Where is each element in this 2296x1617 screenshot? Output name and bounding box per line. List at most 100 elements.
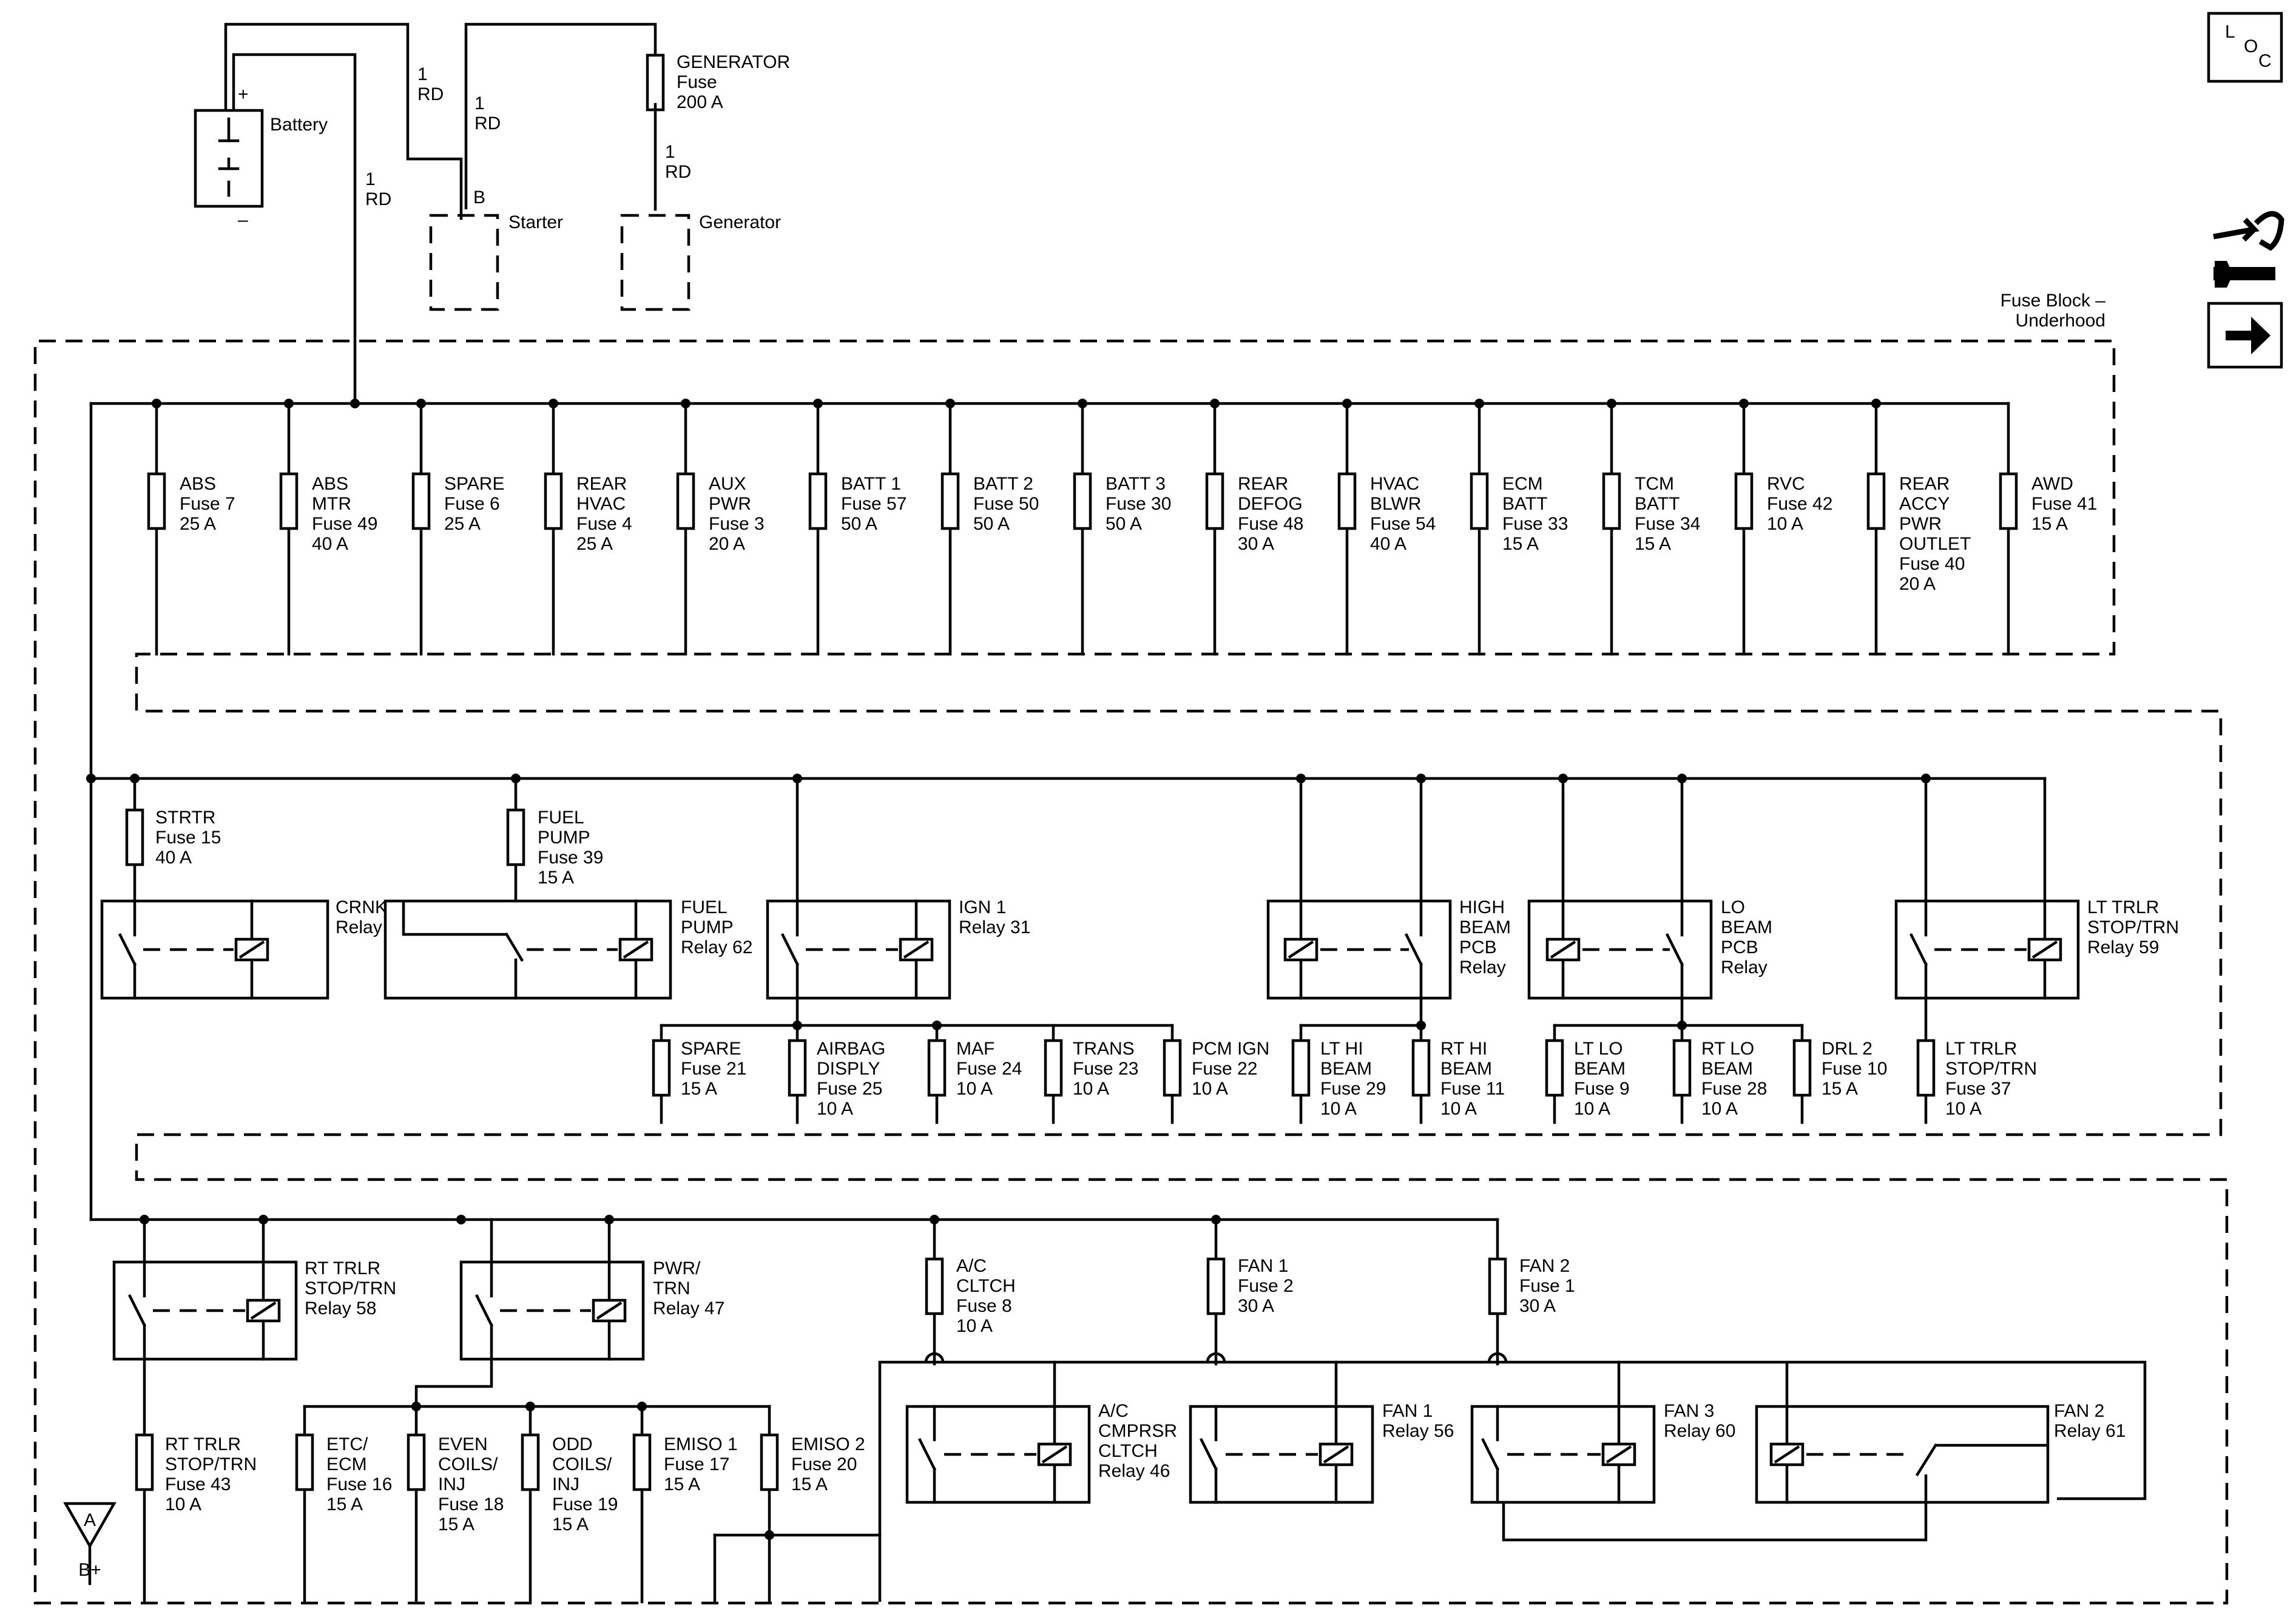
- row1-fuse-label-line: 40 A: [312, 534, 348, 554]
- row1-fuse-symbol: [1602, 472, 1621, 530]
- ign1-relay-label-line: Relay 31: [959, 917, 1030, 937]
- row1-fuse-label-line: MTR: [312, 494, 351, 514]
- relay-coil-slash: [2031, 940, 2058, 959]
- row1-fuse-label-line: 50 A: [1106, 514, 1142, 534]
- row2-fuse-symbol: [652, 1039, 671, 1097]
- row2-fuse-symbol: [1545, 1039, 1564, 1097]
- row2-fuse-label-line: BEAM: [1320, 1059, 1372, 1079]
- row3-fuse-symbol: [632, 1433, 652, 1491]
- connector-a-label: A: [84, 1510, 96, 1530]
- row1-fuse-label-line: RVC: [1767, 474, 1805, 494]
- row2-fuse-symbol: [1411, 1039, 1431, 1097]
- crnk-relay-label-line: CRNK: [336, 897, 387, 917]
- row3-fuse-label-line: ODD: [552, 1434, 593, 1454]
- row3-fuse-label-line: 15 A: [326, 1494, 363, 1514]
- generator-fuse-label-line: Fuse: [677, 72, 717, 92]
- row2-fuse-label-line: AIRBAG: [817, 1039, 885, 1059]
- fuel-pump-relay-label-line: Relay 62: [681, 937, 752, 957]
- row2-fuse-symbol: [1792, 1039, 1812, 1097]
- fuel-pump-relay-label-line: PUMP: [681, 917, 734, 937]
- row2-fuse-label-line: BEAM: [1574, 1059, 1626, 1079]
- row1-fuse-symbol: [1866, 472, 1886, 530]
- wire-label-line: RD: [365, 189, 391, 209]
- relay-contact-arm: [1481, 1437, 1500, 1471]
- row1-fuse-label-line: PWR: [709, 494, 751, 514]
- row1-fuse-symbol: [411, 472, 431, 530]
- connector-a-symbol: [63, 1502, 116, 1549]
- row1-fuse-label-line: 10 A: [1767, 514, 1803, 534]
- ac-clutch-relay-label-line: CLTCH: [1098, 1441, 1158, 1461]
- relay-coil-slash: [1774, 1445, 1800, 1463]
- fan2-fuse-label-line: Fuse 1: [1519, 1276, 1575, 1296]
- rt-trlr-fuse-label-line: RT TRLR: [165, 1434, 241, 1454]
- loc-box: [2207, 12, 2283, 83]
- row1-fuse-label-line: 25 A: [180, 514, 216, 534]
- fan1-relay-label-line: FAN 1: [1382, 1401, 1433, 1421]
- row1-fuse-label-line: 15 A: [1635, 534, 1671, 554]
- row2-fuse-symbol: [927, 1039, 947, 1097]
- fan3-relay-label-line: Relay 60: [1664, 1421, 1735, 1441]
- row2-fuse-symbol: [788, 1039, 807, 1097]
- lt-trlr-relay-label-line: Relay 59: [2087, 937, 2159, 957]
- row1-fuse-label-line: REAR: [1899, 474, 1950, 494]
- battery-label: Battery: [270, 115, 328, 135]
- row2-fuse-symbol: [1916, 1039, 1936, 1097]
- row1-fuse-label-line: Fuse 42: [1767, 494, 1832, 514]
- rt-trlr-relay-label-line: RT TRLR: [305, 1258, 380, 1278]
- starter-box: [429, 214, 499, 311]
- rt-trlr-relay-label-line: Relay 58: [305, 1298, 376, 1318]
- strtr-fuse-symbol: [125, 808, 144, 866]
- rt-trlr-relay-label-line: STOP/TRN: [305, 1278, 396, 1298]
- wire-label-line: 1: [417, 64, 428, 84]
- row1-fuse-label-line: Fuse 57: [841, 494, 907, 514]
- generator-label: Generator: [699, 212, 781, 232]
- row2-fuse-label-line: BEAM: [1701, 1059, 1753, 1079]
- battery-minus: –: [238, 210, 248, 230]
- wire-crossover: [1487, 1352, 1508, 1363]
- row1-fuse-label-line: Fuse 40: [1899, 554, 1965, 574]
- row1-fuse-label-line: Fuse 33: [1502, 514, 1568, 534]
- relay-coil-slash: [250, 1301, 277, 1320]
- wire-crossover: [1206, 1352, 1226, 1363]
- row2-fuse-label-line: MAF: [956, 1039, 994, 1059]
- ac-clutch-fuse-label-line: Fuse 8: [956, 1296, 1012, 1316]
- loc-letter: O: [2244, 36, 2258, 56]
- row2-fuse-label-line: 10 A: [956, 1079, 993, 1099]
- row3-fuse-label-line: EVEN: [438, 1434, 488, 1454]
- row3-fuse-label-line: COILS/: [552, 1454, 612, 1474]
- high-beam-relay-label-line: BEAM: [1459, 917, 1511, 937]
- row1-fuse-label-line: 50 A: [841, 514, 877, 534]
- crnk-relay-box: [100, 899, 329, 1000]
- generator-fuse-label-line: GENERATOR: [677, 52, 790, 72]
- row2-fuse-label-line: 10 A: [1073, 1079, 1109, 1099]
- row2-fuse-label-line: BEAM: [1440, 1059, 1492, 1079]
- row1-fuse-label-line: Fuse 48: [1238, 514, 1303, 534]
- row3-fuse-label-line: Fuse 18: [438, 1494, 504, 1514]
- row1-fuse-label-line: BLWR: [1370, 494, 1421, 514]
- generator-fuse-label-line: 200 A: [677, 92, 723, 112]
- rt-trlr-fuse-label-line: STOP/TRN: [165, 1454, 257, 1474]
- strtr-fuse-label-line: Fuse 15: [155, 828, 221, 848]
- row3-fuse-label-line: Fuse 20: [791, 1454, 857, 1474]
- fan1-relay-label-line: Relay 56: [1382, 1421, 1454, 1441]
- row3-fuse-label-line: ETC/: [326, 1434, 368, 1454]
- fuse-block-title-line: Underhood: [2016, 311, 2105, 331]
- row3-fuse-label-line: Fuse 19: [552, 1494, 618, 1514]
- row1-fuse-label-line: AUX: [709, 474, 746, 494]
- relay-contact-arm: [1665, 933, 1684, 967]
- splice-dot: [456, 1215, 466, 1224]
